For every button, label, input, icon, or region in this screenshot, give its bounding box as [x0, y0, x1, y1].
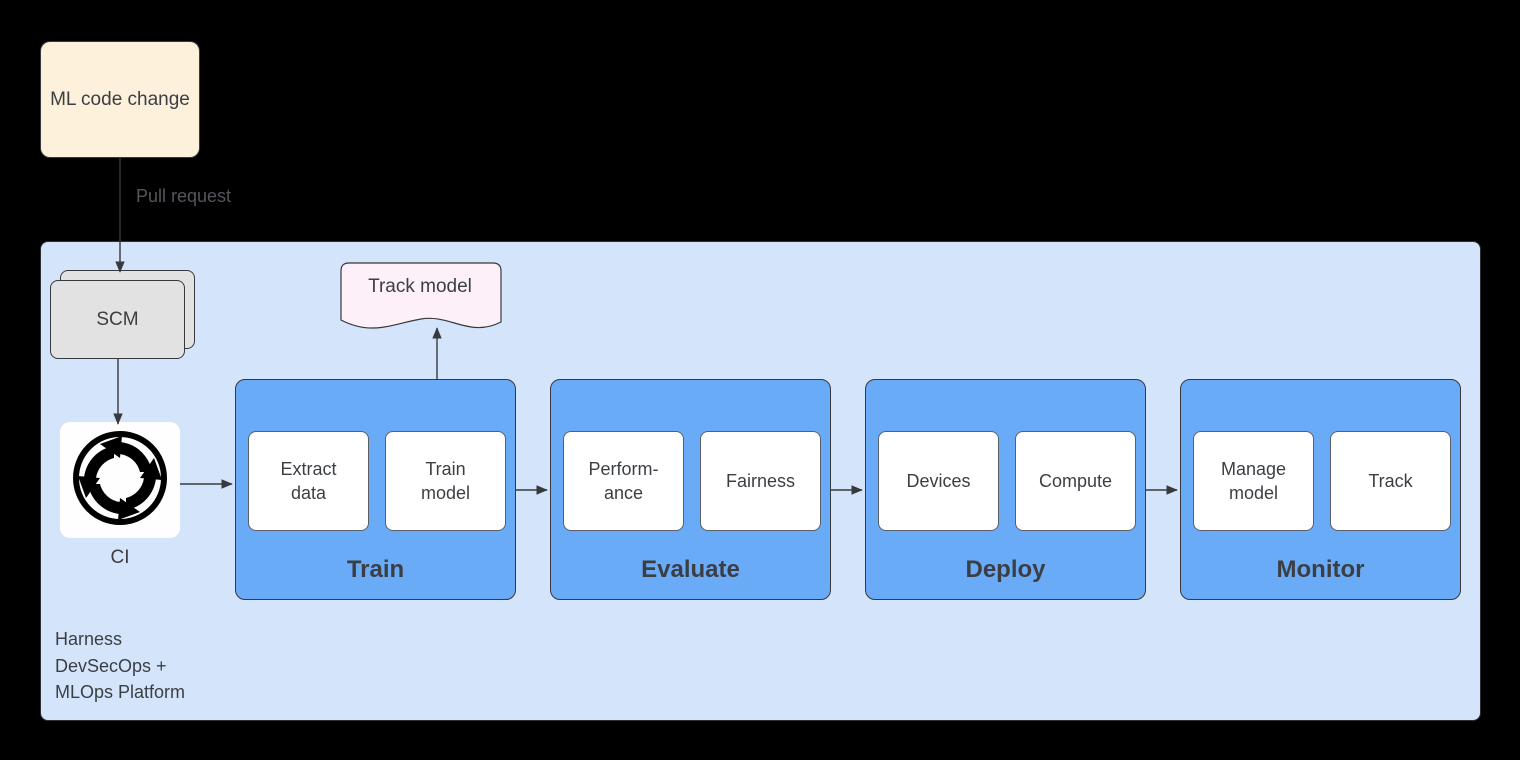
stage-train-title: Train [346, 556, 405, 583]
stage-deploy-title: Deploy [965, 556, 1046, 583]
ci-node[interactable] [60, 422, 180, 538]
pull-request-edge-label: Pull request [136, 186, 232, 206]
stage-evaluate[interactable]: Perform- ance Fairness Evaluate [550, 379, 831, 600]
continuous-integration-cycle-icon [70, 428, 170, 533]
ml-code-change-label: ML code change [50, 89, 190, 110]
ci-label: CI [110, 547, 130, 568]
stage-evaluate-title: Evaluate [641, 556, 740, 583]
platform-label: Harness DevSecOps + MLOps Platform [55, 629, 186, 702]
track-model-node[interactable]: Track model [340, 262, 502, 332]
substage-devices[interactable]: Devices [878, 431, 999, 531]
substage-extract-data[interactable]: Extract data [248, 431, 369, 531]
scm-node[interactable]: SCM [50, 270, 195, 359]
substage-performance[interactable]: Perform- ance [563, 431, 684, 531]
substage-fairness[interactable]: Fairness [700, 431, 821, 531]
stage-deploy[interactable]: Devices Compute Deploy [865, 379, 1146, 600]
ml-code-change-node[interactable]: ML code change [40, 41, 200, 158]
stage-train[interactable]: Extract data Train model Train [235, 379, 516, 600]
scm-stack-front-sheet: SCM [50, 280, 185, 359]
track-model-label: Track model [368, 276, 472, 297]
substage-train-model[interactable]: Train model [385, 431, 506, 531]
substage-manage-model[interactable]: Manage model [1193, 431, 1314, 531]
substage-track[interactable]: Track [1330, 431, 1451, 531]
stage-monitor[interactable]: Manage model Track Monitor [1180, 379, 1461, 600]
substage-compute[interactable]: Compute [1015, 431, 1136, 531]
scm-label: SCM [96, 308, 139, 330]
stage-monitor-title: Monitor [1276, 556, 1365, 583]
